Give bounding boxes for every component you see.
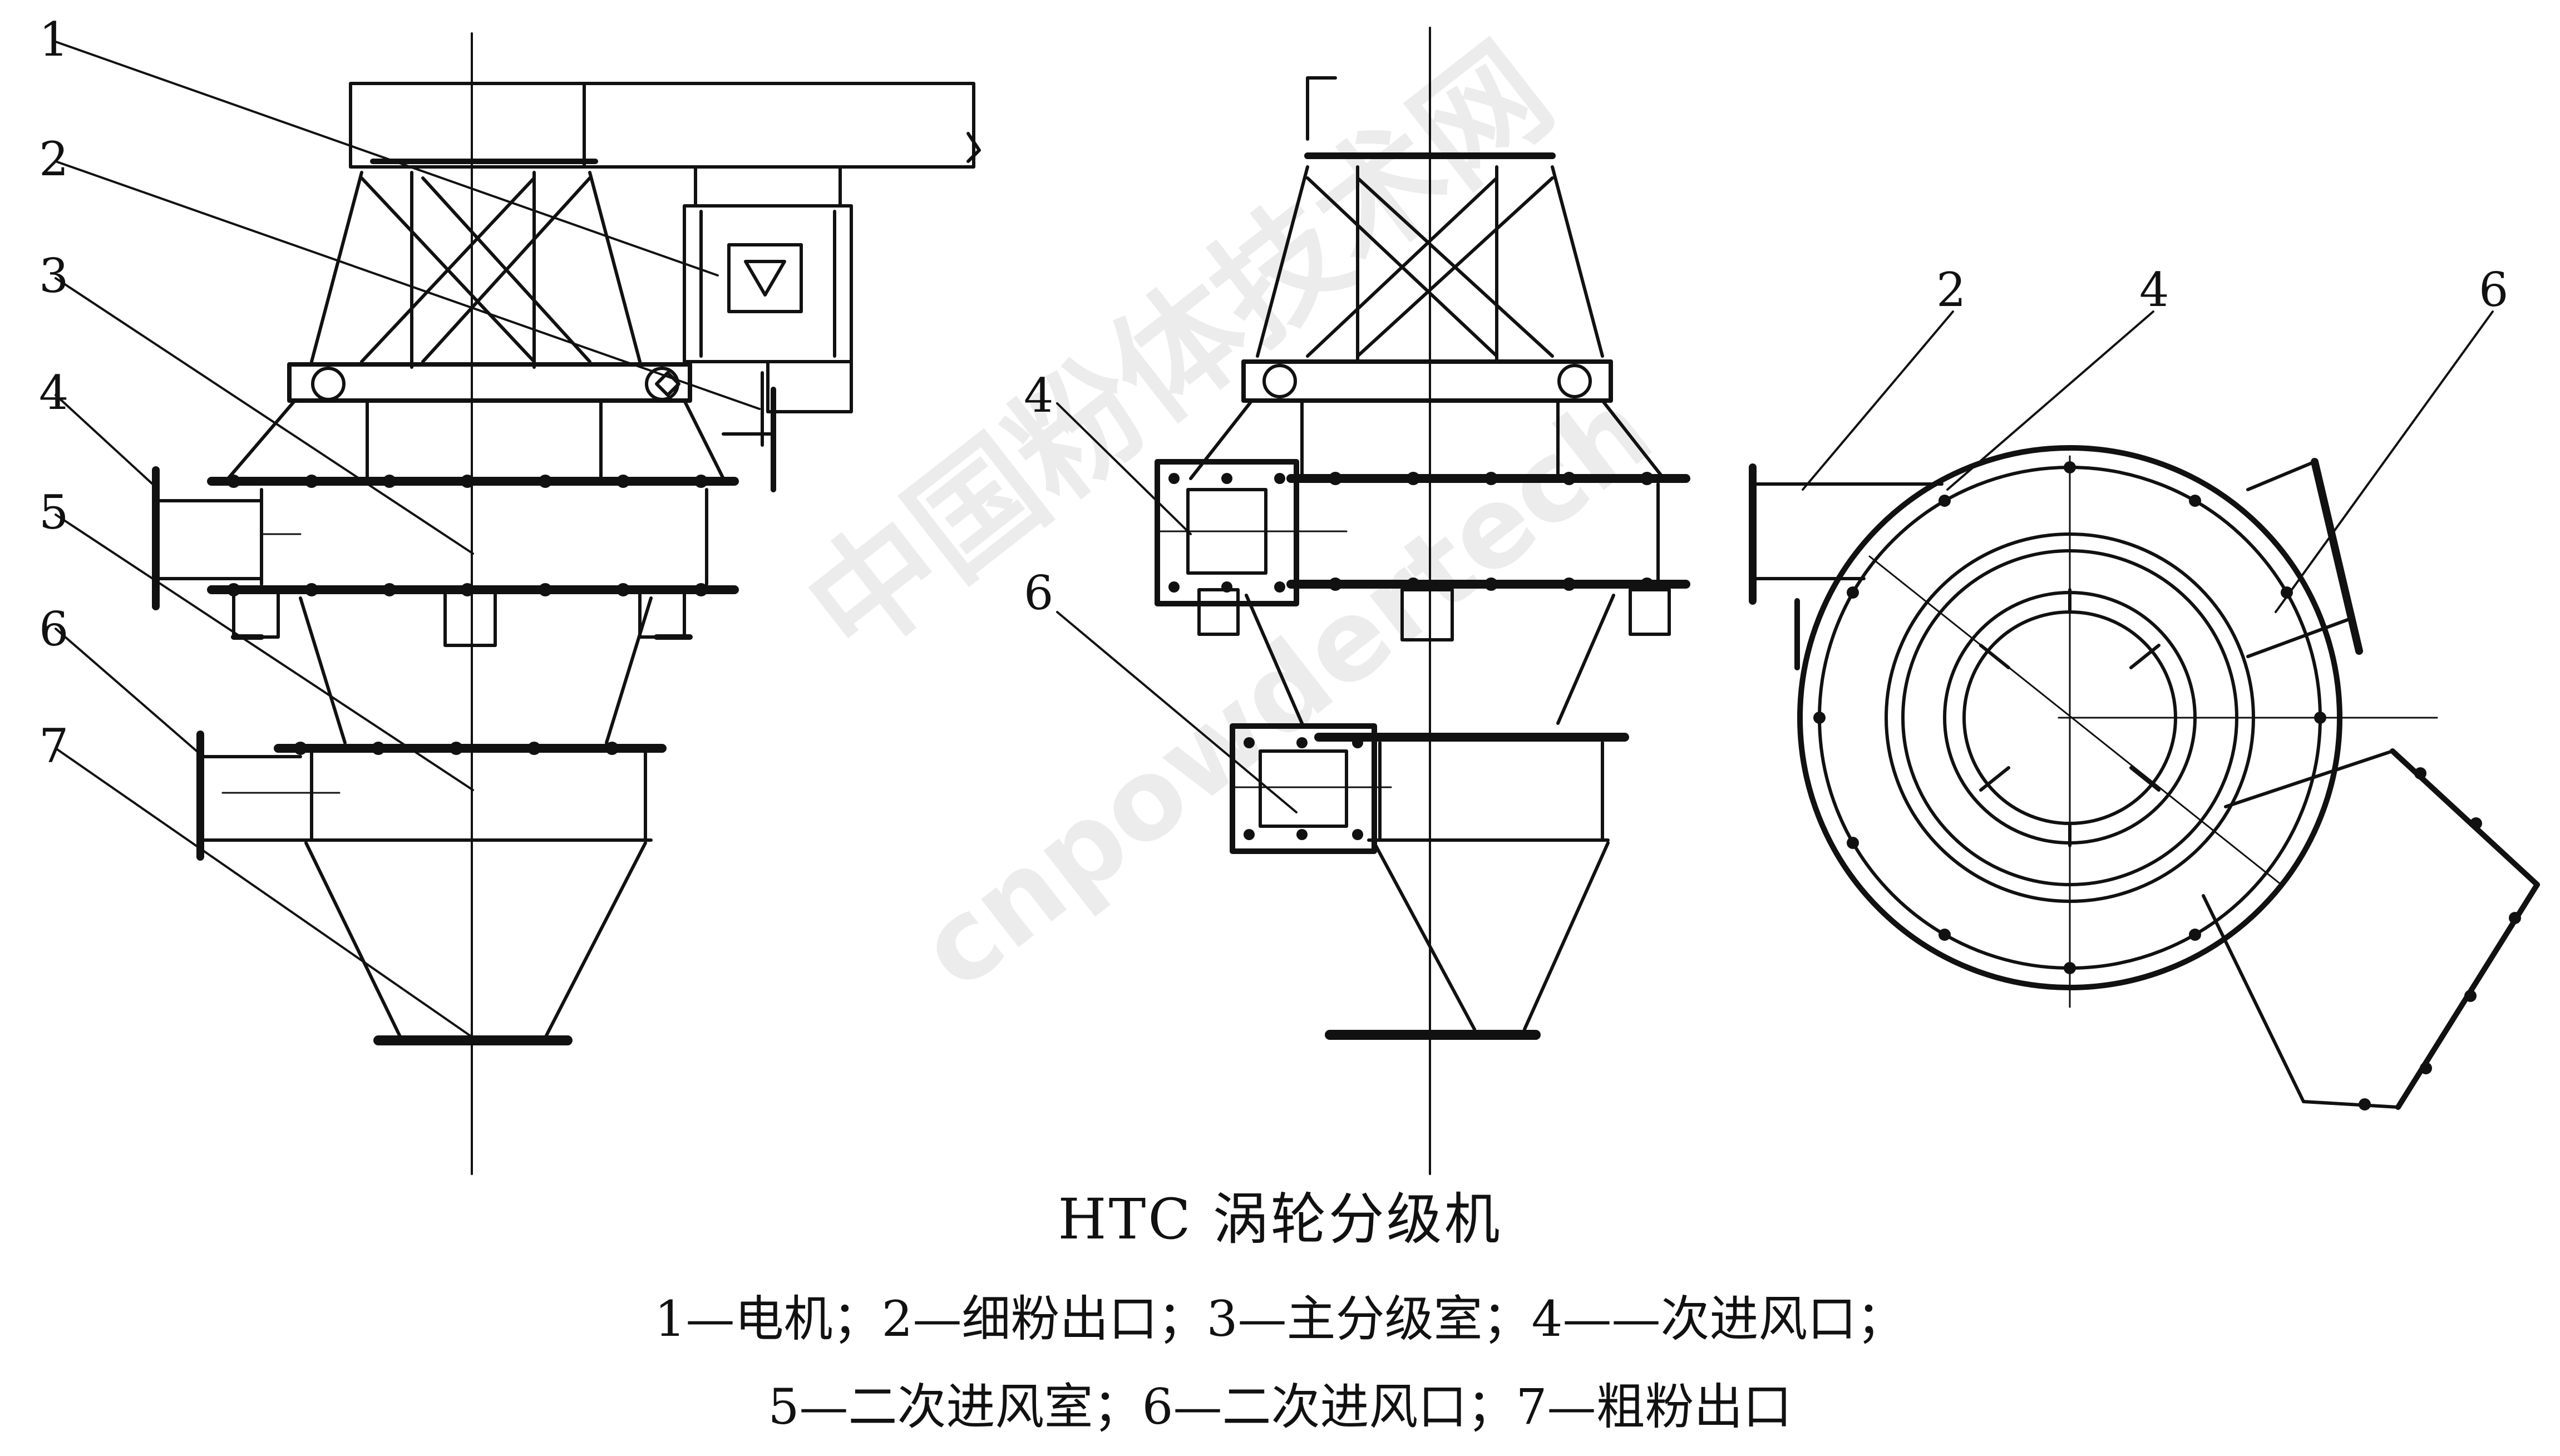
side-view-callouts: 4 6 [1024, 368, 1053, 620]
callout-front-2: 2 [39, 132, 68, 186]
callout-front-6: 6 [39, 602, 68, 657]
top-view-callouts: 2 4 6 [1936, 263, 2508, 317]
motor [683, 165, 853, 413]
top-view [1749, 310, 2540, 1110]
front-view-callouts: 1 2 3 4 5 6 7 [39, 12, 68, 773]
callout-top-4: 4 [2139, 263, 2169, 317]
callout-side-6: 6 [1024, 566, 1053, 620]
callout-front-5: 5 [39, 485, 68, 540]
legend-line-1: 1—电机；2—细粉出口；3—主分级室；4——次进风口； [654, 1290, 1906, 1348]
callout-side-4: 4 [1024, 368, 1053, 423]
callout-front-3: 3 [39, 249, 68, 303]
callout-front-1: 1 [39, 12, 68, 67]
legend-line-2: 5—二次进风室；6—二次进风口；7—粗粉出口 [768, 1378, 1792, 1435]
side-view [1056, 27, 1690, 1175]
callout-front-7: 7 [39, 719, 68, 773]
front-view [55, 32, 981, 1175]
callout-top-6: 6 [2479, 263, 2508, 317]
callout-top-2: 2 [1936, 263, 1966, 317]
bolt-dots [227, 461, 2521, 1110]
callout-front-4: 4 [39, 366, 68, 420]
figure-title: HTC 涡轮分级机 [1058, 1187, 1502, 1252]
